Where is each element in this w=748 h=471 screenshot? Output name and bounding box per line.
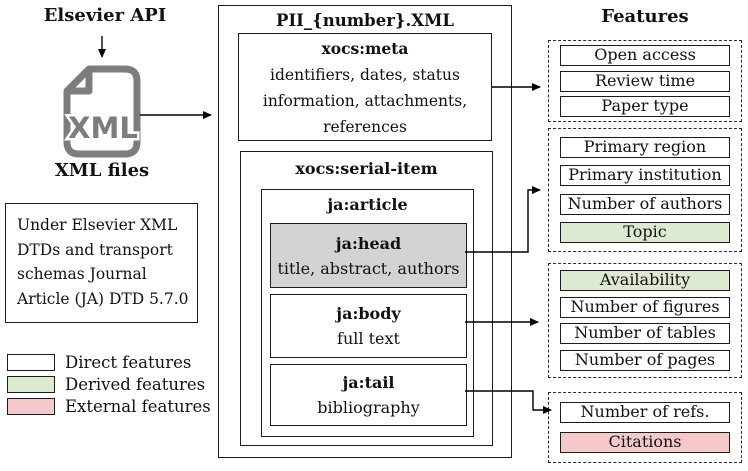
direct-swatch <box>7 353 55 371</box>
pii-file-title: PII_{number}.XML <box>276 11 454 30</box>
xocs-serial-item-title: xocs:serial-item <box>295 159 438 178</box>
feature-group-body: Availability Number of figures Number of… <box>548 263 742 378</box>
xocs-meta-title: xocs:meta <box>321 39 409 58</box>
features-heading: Features <box>601 6 689 27</box>
xocs-meta-description: identifiers, dates, status information, … <box>262 66 468 136</box>
ja-tail-description: bibliography <box>317 398 420 417</box>
feature-topic: Topic <box>560 222 730 244</box>
feature-group-tail: Number of refs. Citations <box>548 392 742 463</box>
feature-number-of-pages: Number of pages <box>560 350 730 372</box>
ja-body-title: ja:body <box>336 304 401 323</box>
legend-item-external: External features <box>7 396 211 416</box>
legend-item-direct: Direct features <box>7 352 192 372</box>
feature-group-head: Primary region Primary institution Numbe… <box>548 128 742 252</box>
dtd-note-box: Under Elsevier XML DTDs and transport sc… <box>5 203 198 323</box>
ja-head-title: ja:head <box>335 233 402 253</box>
xml-icon-text: XML <box>68 111 138 145</box>
feature-primary-region: Primary region <box>560 136 730 158</box>
legend-label: External features <box>65 396 211 416</box>
document-outline <box>63 65 141 158</box>
elsevier-api-label: Elsevier API <box>43 5 167 26</box>
feature-number-of-figures: Number of figures <box>560 296 730 318</box>
legend-label: Direct features <box>65 352 192 372</box>
ja-tail-box: ja:tail bibliography <box>270 364 467 426</box>
xocs-serial-item-box: xocs:serial-item ja:article ja:head titl… <box>240 151 493 446</box>
feature-number-of-refs: Number of refs. <box>560 402 730 423</box>
feature-paper-type: Paper type <box>560 95 730 117</box>
ja-article-box: ja:article ja:head title, abstract, auth… <box>261 189 474 437</box>
xml-files-label: XML files <box>54 160 150 181</box>
feature-availability: Availability <box>560 269 730 291</box>
folded-corner <box>67 69 93 95</box>
feature-group-meta: Open access Review time Paper type <box>548 40 742 122</box>
feature-number-of-tables: Number of tables <box>560 323 730 345</box>
legend-item-derived: Derived features <box>7 374 206 394</box>
ja-article-title: ja:article <box>327 195 408 214</box>
xml-file-icon: XML <box>61 64 143 159</box>
feature-open-access: Open access <box>560 45 730 67</box>
external-swatch <box>7 397 55 415</box>
feature-primary-institution: Primary institution <box>560 165 730 187</box>
derived-swatch <box>7 375 55 393</box>
ja-body-box: ja:body full text <box>270 294 467 358</box>
feature-number-of-authors: Number of authors <box>560 193 730 215</box>
legend-label: Derived features <box>65 374 206 394</box>
feature-citations: Citations <box>560 432 730 453</box>
feature-review-time: Review time <box>560 70 730 92</box>
ja-head-description: title, abstract, authors <box>277 258 460 278</box>
ja-body-description: full text <box>337 329 400 348</box>
ja-head-box: ja:head title, abstract, authors <box>270 223 467 288</box>
xocs-meta-box: xocs:meta identifiers, dates, status inf… <box>238 33 492 141</box>
ja-tail-title: ja:tail <box>342 373 395 392</box>
pii-xml-file-box: PII_{number}.XML xocs:meta identifiers, … <box>218 5 512 458</box>
